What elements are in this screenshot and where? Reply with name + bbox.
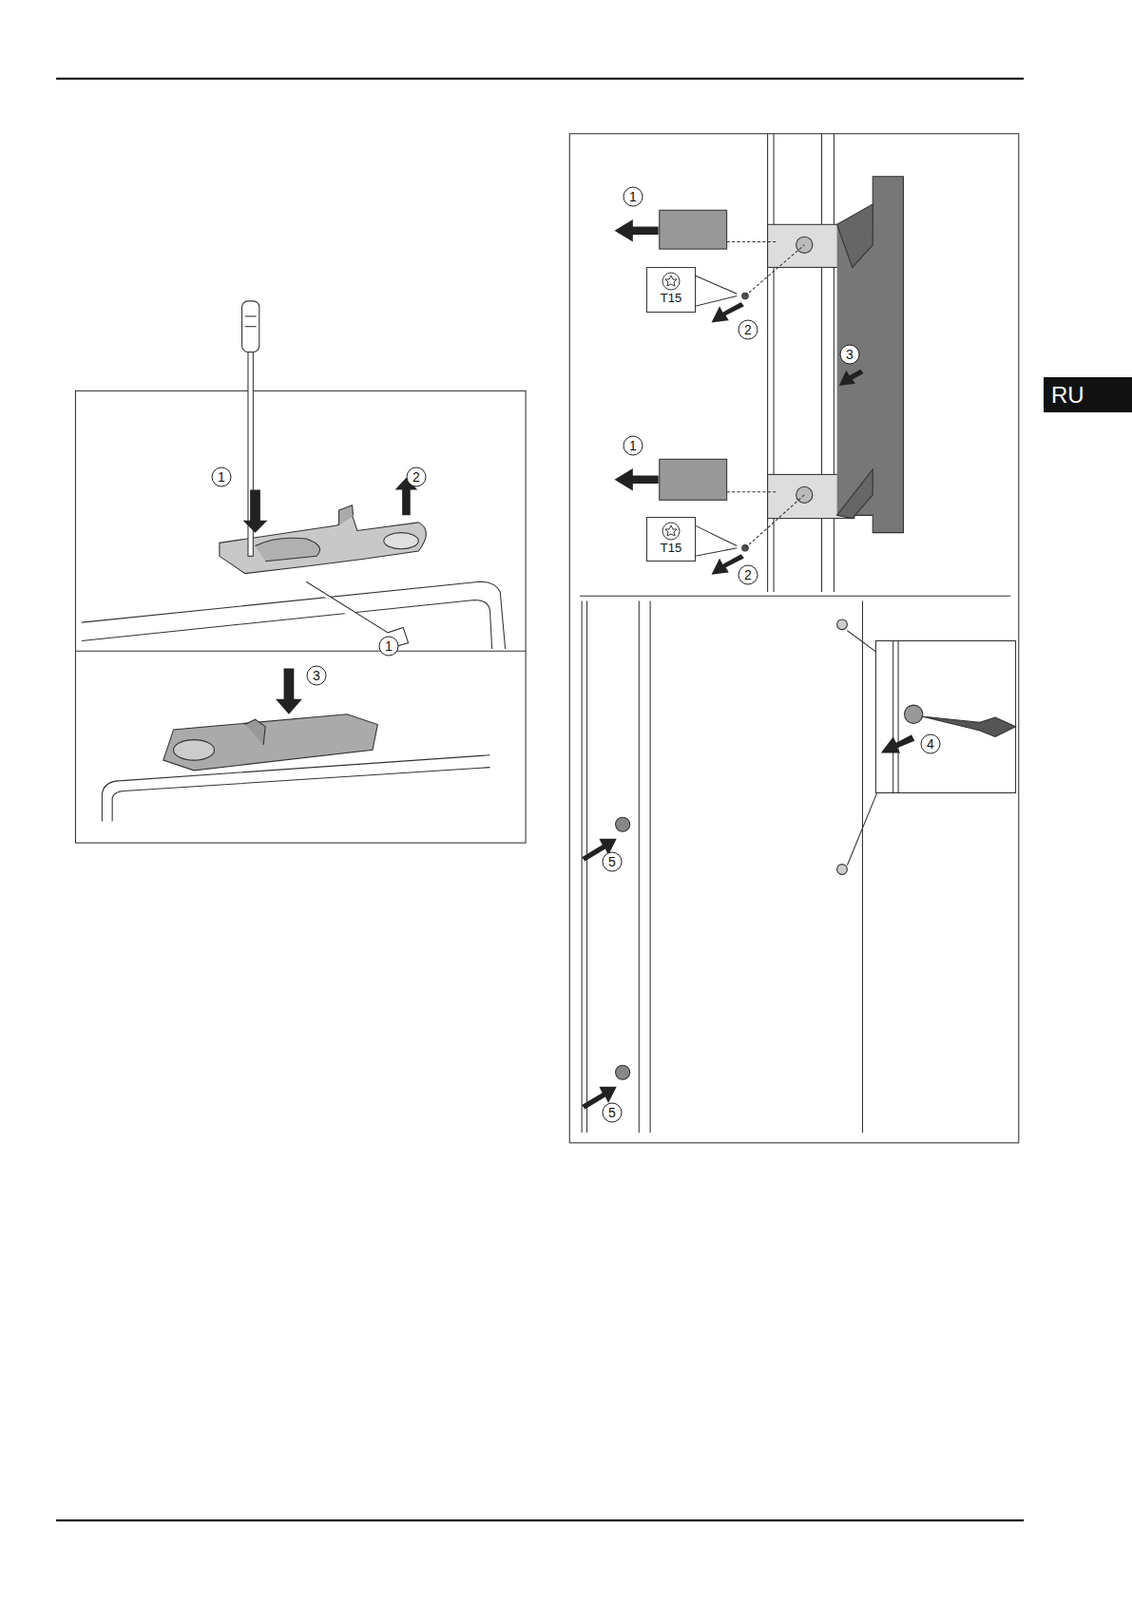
callout-number: 5 [602, 852, 623, 873]
language-tab: RU [1043, 377, 1132, 413]
callout-number: 3 [840, 345, 861, 365]
tool-box: T15 [646, 267, 696, 313]
torx-symbol [661, 521, 681, 541]
tool-box: T15 [646, 517, 696, 562]
tool-size: T15 [647, 290, 695, 306]
callout-number: 1 [211, 467, 232, 488]
callout-number: 2 [738, 320, 759, 341]
tool-size: T15 [647, 540, 695, 556]
callout-number: 1 [379, 636, 400, 657]
torx-symbol [661, 271, 681, 291]
language-code: RU [1051, 382, 1085, 408]
callout-number: 3 [306, 666, 327, 687]
callout-number: 2 [738, 565, 759, 586]
callout-number: 1 [623, 436, 644, 457]
callout-number: 5 [602, 1103, 623, 1124]
callout-number: 1 [623, 187, 644, 208]
callout-number: 4 [920, 734, 941, 755]
callout-number: 2 [406, 467, 427, 488]
